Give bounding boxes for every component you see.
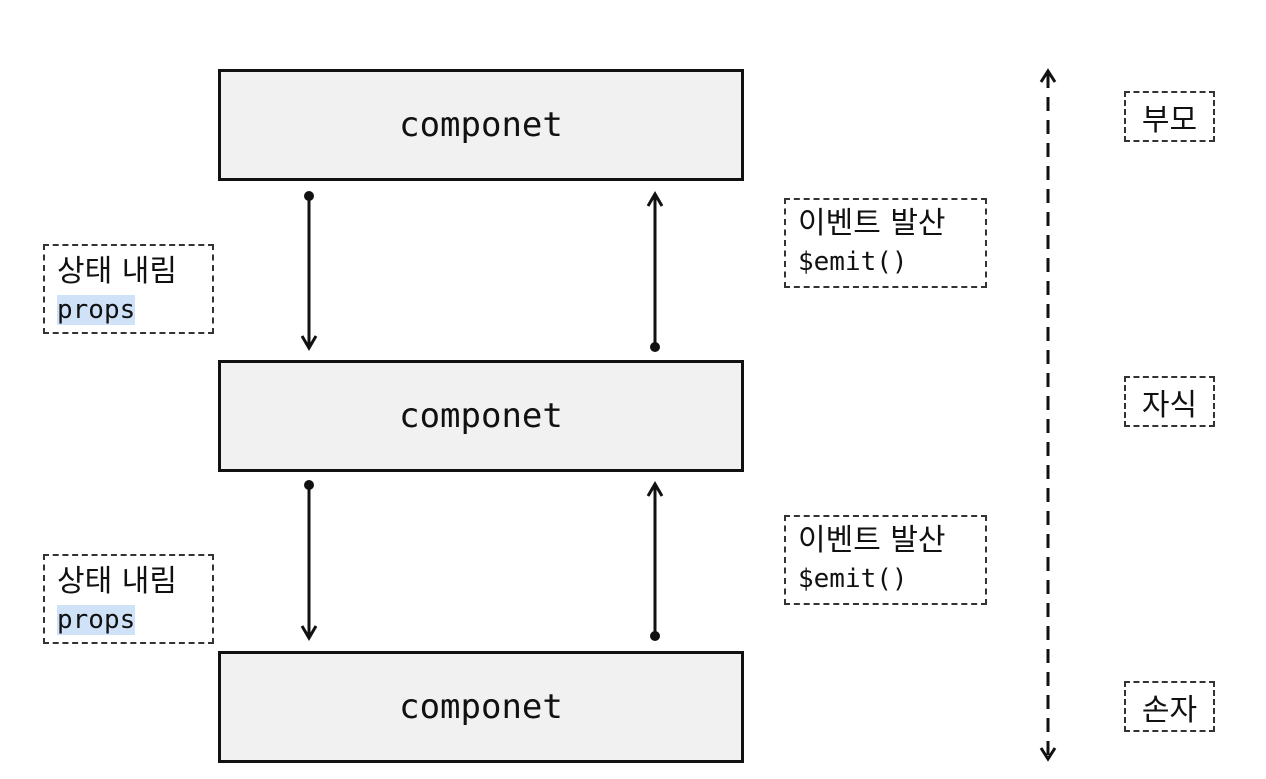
- emit-up-arrow-1: [646, 191, 664, 352]
- emit-note-2: 이벤트 발산 $emit(): [784, 515, 987, 605]
- props-note-title: 상태 내림: [57, 254, 177, 289]
- component-label: componet: [399, 105, 563, 145]
- generation-label-text: 손자: [1141, 692, 1198, 728]
- generation-label-child: 자식: [1124, 376, 1215, 427]
- component-box-child: componet: [218, 360, 744, 472]
- component-label: componet: [399, 687, 563, 727]
- emit-note-1: 이벤트 발산 $emit(): [784, 198, 987, 288]
- emit-up-arrow-2: [646, 481, 664, 641]
- emit-note-code: $emit(): [798, 564, 908, 594]
- emit-note-code: $emit(): [798, 247, 908, 277]
- generation-axis-arrow: [1039, 68, 1057, 762]
- props-down-arrow-2: [300, 480, 318, 641]
- emit-note-title: 이벤트 발산: [798, 206, 946, 241]
- component-label: componet: [399, 396, 563, 436]
- generation-label-text: 부모: [1141, 102, 1198, 138]
- generation-label-grandchild: 손자: [1124, 681, 1215, 732]
- props-note-code: props: [57, 295, 136, 325]
- component-box-parent: componet: [218, 69, 744, 181]
- generation-label-text: 자식: [1141, 387, 1198, 423]
- generation-label-parent: 부모: [1124, 91, 1215, 142]
- props-note-2: 상태 내림 props: [43, 554, 214, 644]
- props-down-arrow-1: [300, 191, 318, 351]
- props-note-code: props: [57, 605, 136, 635]
- emit-note-title: 이벤트 발산: [798, 523, 946, 558]
- component-box-grandchild: componet: [218, 651, 744, 763]
- props-note-1: 상태 내림 props: [43, 244, 214, 334]
- props-note-title: 상태 내림: [57, 564, 177, 599]
